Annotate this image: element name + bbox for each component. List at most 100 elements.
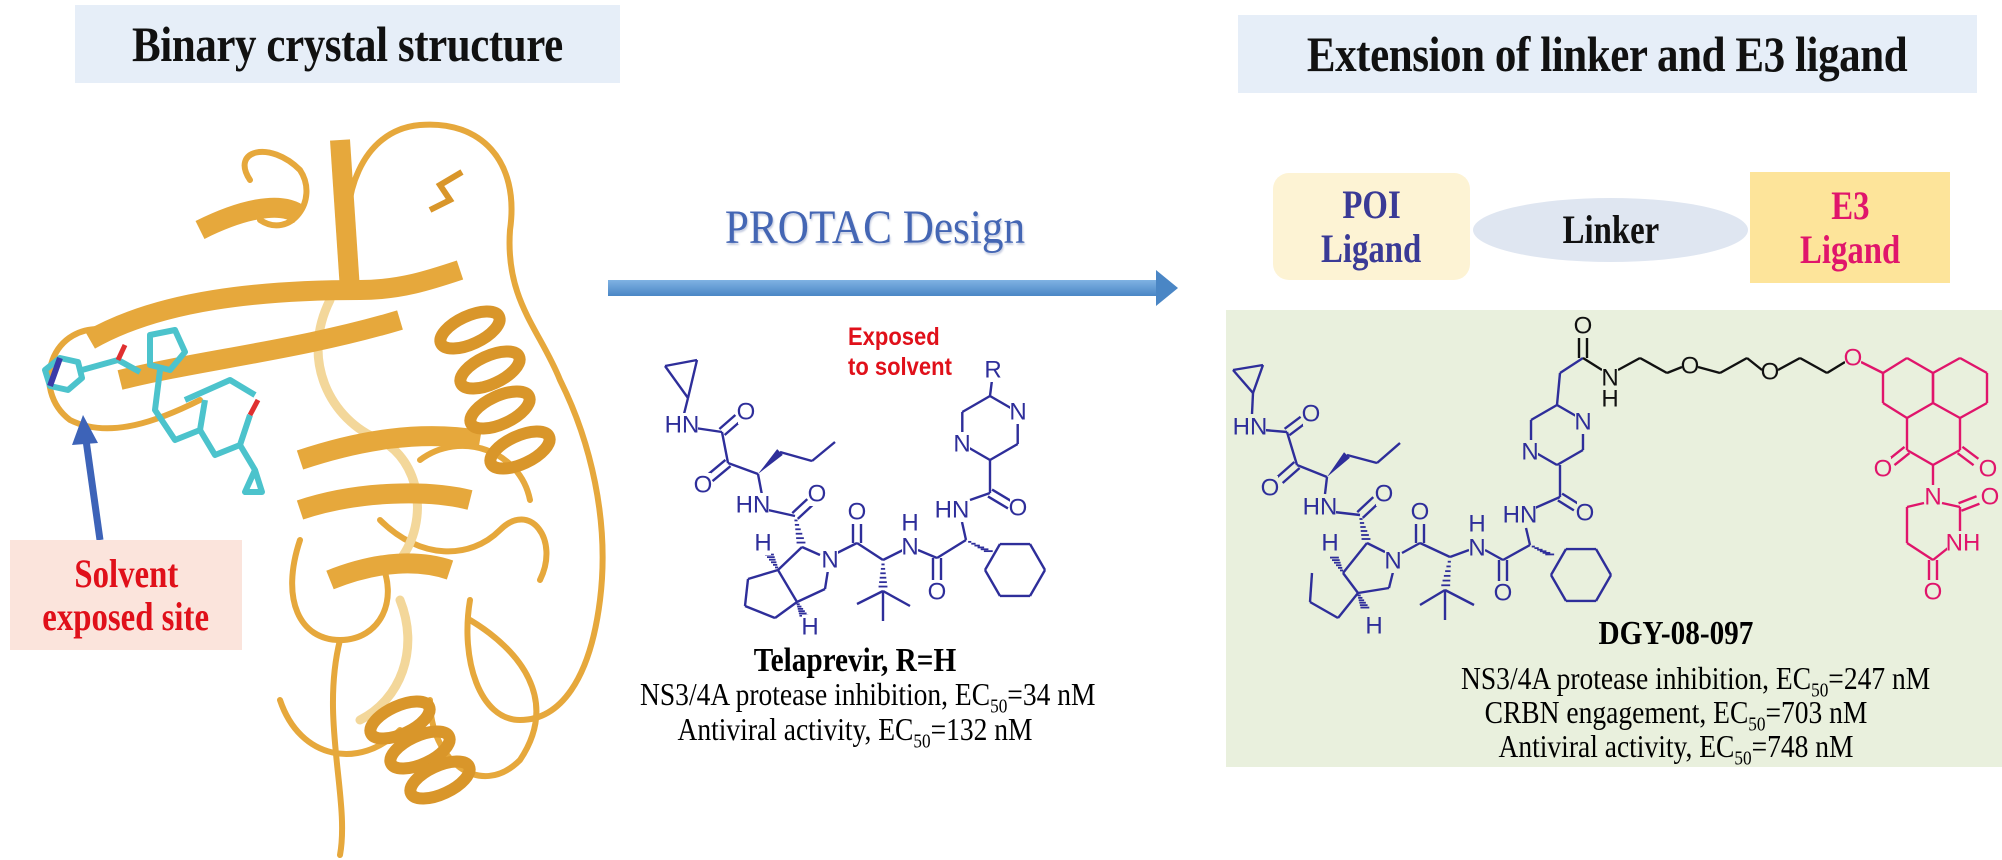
double-bond [1561, 492, 1579, 505]
right-title: Extension of linker and E3 ligand [1307, 26, 1908, 82]
assay-value: =703 nM [1765, 694, 1868, 730]
atom-label-bg [936, 498, 968, 522]
atom-label-bg [1366, 614, 1382, 638]
double-bond [991, 488, 1013, 503]
bond [1333, 510, 1361, 517]
bond [777, 546, 803, 571]
assay-label: Antiviral activity, EC [677, 711, 914, 747]
protein-strand [195, 197, 306, 239]
bond [1639, 356, 1668, 375]
atom-label-bg [1602, 366, 1618, 390]
protein-strand [296, 426, 482, 470]
atom-label: H [1321, 530, 1338, 557]
protein-strand [85, 260, 464, 349]
atom-label-bg [755, 531, 771, 555]
bond [1719, 356, 1748, 375]
wedge-bond [758, 449, 783, 474]
e3-line2: Ligand [1799, 226, 1901, 272]
double-bond [1893, 452, 1911, 467]
atom-label: O [1981, 484, 2000, 511]
bond [1366, 541, 1386, 554]
protein-helix [464, 385, 536, 435]
bond [1251, 364, 1265, 394]
assay-sub: 50 [1734, 747, 1752, 770]
atom-label: O [1411, 499, 1430, 526]
atom-label: N [821, 547, 838, 574]
atom-label-bg [1522, 440, 1538, 464]
protein-helix [484, 425, 556, 475]
bond [743, 578, 750, 607]
bond [727, 461, 759, 476]
bond [989, 442, 1019, 462]
disulfide-stick [428, 169, 464, 213]
right-title-box: Extension of linker and E3 ligand [1238, 15, 1977, 93]
bond [1028, 569, 1047, 597]
double-bond [791, 498, 809, 514]
double-bond [718, 414, 737, 430]
atom-label: O [1494, 580, 1513, 607]
bond [856, 589, 884, 606]
bond [811, 441, 836, 462]
atom-label: N [1384, 548, 1401, 575]
atom-label-bg [902, 535, 918, 559]
ligand-stick [147, 327, 188, 373]
exposed-line1: Exposed [848, 323, 940, 351]
assay-sub: 50 [1748, 713, 1766, 736]
protein-helix [364, 695, 436, 745]
bond [1746, 357, 1763, 371]
bond [856, 541, 884, 562]
bond [1594, 574, 1613, 602]
atom-label-bg [1322, 531, 1338, 555]
atom-label: O [1261, 475, 1280, 502]
e3-ligand-block: E3 Ligand [1750, 172, 1950, 283]
atom-label-bg [1980, 457, 1996, 481]
atom-label-bg [849, 500, 865, 524]
atom-label-bg [809, 482, 825, 506]
bond [1534, 495, 1561, 510]
double-bond [1281, 467, 1301, 484]
ligand-stick [183, 377, 257, 403]
atom-label: N [1601, 365, 1618, 392]
atom-label: R [984, 357, 1001, 384]
atom-label: O [848, 499, 867, 526]
double-bond [1956, 452, 1975, 467]
protein-loop [329, 637, 346, 858]
atom-label: O [1979, 456, 1998, 483]
double-bond [1961, 502, 1980, 512]
bond [1932, 356, 1961, 375]
atom-label: O [928, 579, 947, 606]
atom-label: HN [1303, 494, 1338, 521]
bond [1232, 369, 1254, 394]
atom-label: O [1681, 353, 1700, 380]
ligand-stick [237, 443, 265, 495]
linker-block: Linker [1473, 198, 1748, 262]
atom-label: O [808, 481, 827, 508]
bond [969, 491, 991, 502]
bond [1594, 548, 1613, 576]
poi-ligand-block: POI Ligand [1273, 173, 1470, 280]
bond [1799, 356, 1828, 375]
bond [1549, 548, 1568, 576]
double-bond [1288, 422, 1307, 437]
solvent-arrow-icon [72, 415, 104, 541]
atom-label: HN [736, 492, 771, 519]
bond [1530, 403, 1558, 422]
double-bond [1961, 445, 1980, 460]
protein-loop-back [355, 595, 413, 725]
protein-loop [289, 537, 391, 644]
bond [1502, 543, 1531, 562]
atom-label-bg [985, 358, 1001, 382]
bond [1285, 431, 1299, 466]
protein-helix [454, 345, 526, 395]
atom-label-bg [1875, 457, 1891, 481]
double-bond [1557, 499, 1575, 512]
atom-label: O [1844, 345, 1863, 372]
bond [983, 543, 1002, 571]
atom-label-bg [822, 548, 838, 572]
bond [1826, 360, 1846, 375]
atom-label-bg [1925, 485, 1941, 509]
assay-value: =247 nM [1828, 660, 1931, 696]
